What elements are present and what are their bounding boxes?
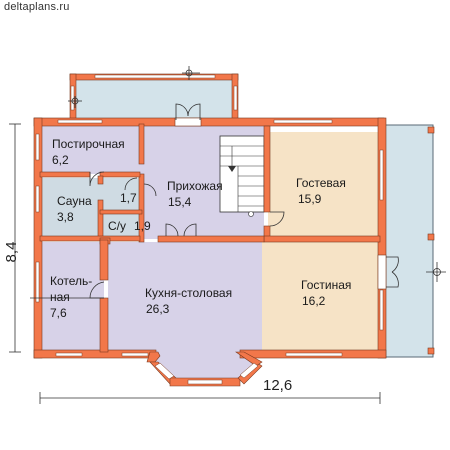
room-area-prihozhaya: 15,4 bbox=[168, 195, 192, 209]
room-name-su: С/у bbox=[108, 219, 126, 233]
terrace-post-top bbox=[427, 126, 435, 134]
room-area-gostinaya: 16,2 bbox=[302, 294, 326, 308]
room-area-su: 1,9 bbox=[134, 219, 151, 233]
room-labels: Постирочная 6,2 Сауна 3,8 Прихожая 15,4 … bbox=[50, 137, 351, 320]
entry-door-icon bbox=[426, 262, 446, 282]
doors bbox=[30, 103, 399, 299]
floor-gostinaya bbox=[262, 242, 378, 352]
floor-postirochnaya bbox=[40, 124, 143, 174]
room-area-tambur: 1,7 bbox=[120, 191, 137, 205]
terrace-post-mid bbox=[427, 233, 435, 241]
porch-window-right bbox=[233, 85, 238, 111]
room-name-postirochnaya: Постирочная bbox=[52, 137, 125, 151]
floor-kuhnya bbox=[108, 242, 262, 352]
room-name-kuhnya: Кухня-столовая bbox=[145, 286, 232, 300]
staircase bbox=[219, 135, 265, 217]
floor-tambur bbox=[102, 178, 142, 213]
dimension-height-label: 8,4 bbox=[3, 242, 20, 263]
room-name-kotelnaya-line2: ная bbox=[50, 290, 70, 304]
dimension-lines bbox=[9, 123, 381, 404]
terrace-right bbox=[382, 124, 434, 358]
dimension-width-label: 12,6 bbox=[263, 377, 292, 394]
porch-top bbox=[71, 76, 237, 120]
room-name-sauna: Сауна bbox=[57, 194, 92, 208]
windows bbox=[35, 119, 384, 357]
site-watermark-label: deltaplans.ru bbox=[4, 1, 70, 13]
floor-bay bbox=[150, 352, 255, 382]
bay-windows bbox=[154, 362, 259, 385]
room-name-gostevaya: Гостевая bbox=[296, 176, 346, 190]
room-area-kotelnaya: 7,6 bbox=[50, 306, 67, 320]
room-area-sauna: 3,8 bbox=[57, 210, 74, 224]
room-name-gostinaya: Гостиная bbox=[301, 278, 351, 292]
room-name-kotelnaya-line1: Котель- bbox=[50, 274, 92, 288]
floor-gostevaya bbox=[268, 132, 378, 237]
room-area-kuhnya: 26,3 bbox=[146, 302, 170, 316]
floor-kotelnaya bbox=[40, 242, 104, 352]
porch-window-top bbox=[94, 74, 216, 79]
inner-walls bbox=[39, 123, 381, 353]
floor-sauna bbox=[40, 178, 102, 236]
porch-window-opener-icon bbox=[68, 66, 200, 108]
room-name-prihozhaya: Прихожая bbox=[167, 179, 223, 193]
terrace-post-bottom bbox=[427, 347, 435, 355]
room-area-gostevaya: 15,9 bbox=[298, 192, 322, 206]
room-area-postirochnaya: 6,2 bbox=[52, 153, 69, 167]
